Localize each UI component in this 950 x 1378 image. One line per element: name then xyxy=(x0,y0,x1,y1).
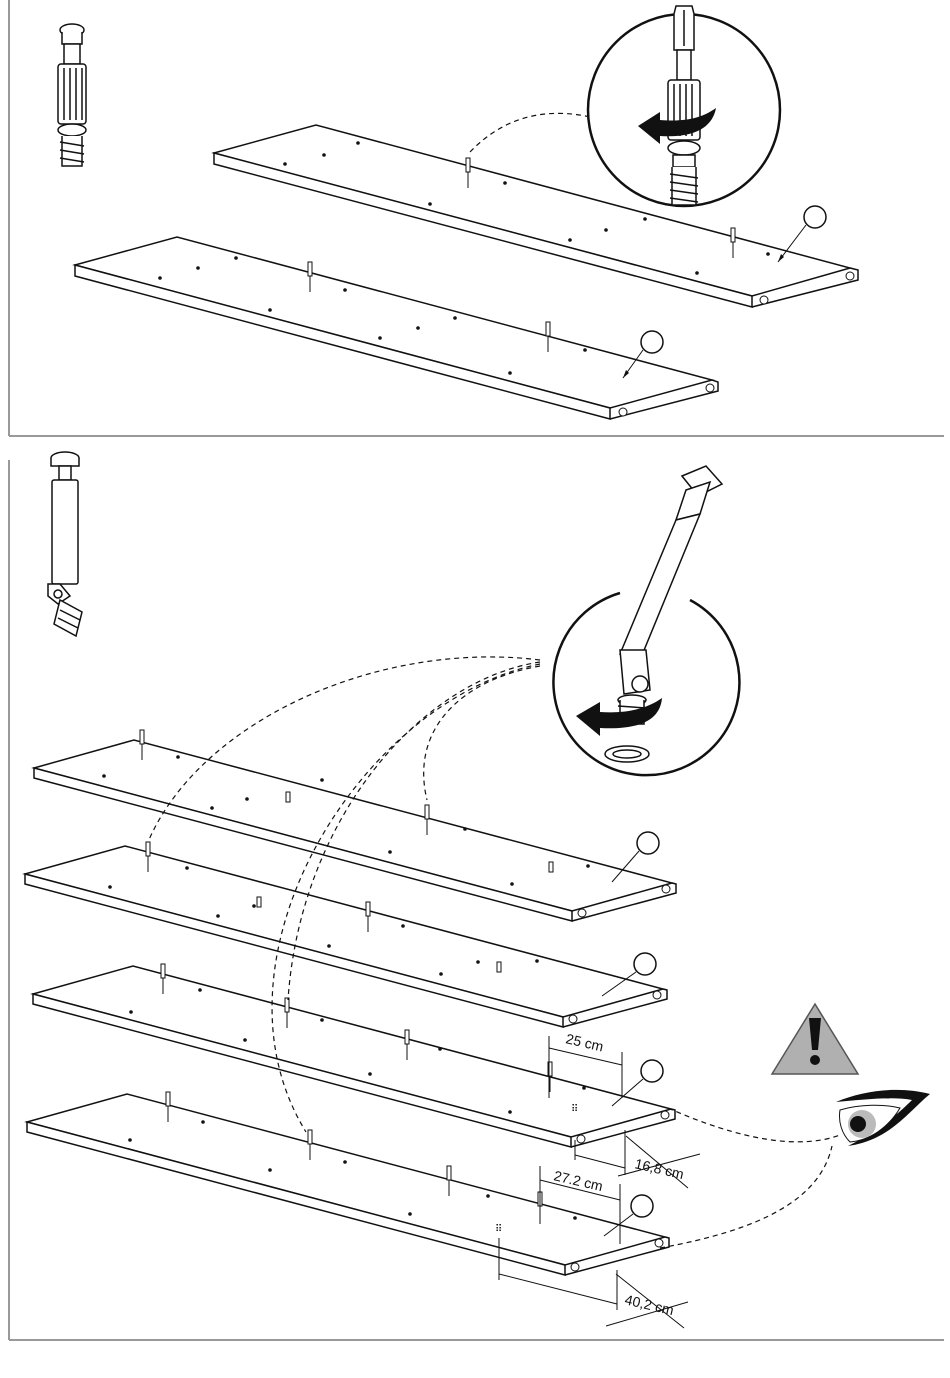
cam-screw-icon xyxy=(58,24,86,166)
svg-text:⠿: ⠿ xyxy=(571,1104,578,1115)
detail-magnifier-screwdriver xyxy=(588,6,780,206)
dimension-label-40-2cm: 40,2 cm xyxy=(623,1291,675,1318)
eye-icon xyxy=(836,1090,930,1146)
detail-magnifier-bolt xyxy=(553,466,739,775)
cam-bolt-icon xyxy=(48,452,82,636)
warning-triangle-icon xyxy=(772,1004,858,1074)
dimension-label-16-8cm: 16,8 cm xyxy=(633,1155,685,1182)
dashed-leader-line xyxy=(470,113,595,152)
dimension-label-25cm: 25 cm xyxy=(564,1030,605,1054)
part-callout-5 xyxy=(612,1060,663,1106)
svg-text:⠿: ⠿ xyxy=(495,1224,502,1235)
